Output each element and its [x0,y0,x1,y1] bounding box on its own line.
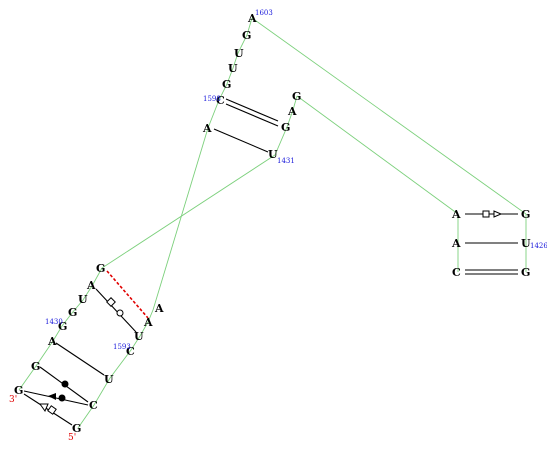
nucleotide-c: C [452,266,461,279]
pair-a-u-square-marker [106,297,116,307]
backbone-long-cross-2 [296,95,459,215]
nucleotide-a: A [451,237,461,250]
nucleotide-u: U [234,47,244,60]
nucleotide-g: G [72,422,81,435]
residue-numbers: 1603 1598 1431 1430 1593 1426 [45,9,547,351]
nucleotide-g: G [14,384,23,397]
nucleotide-g: G [281,121,290,134]
nucleotide-g: G [292,90,301,103]
backbone-cross-a [152,127,209,311]
nucleotide-u: U [521,237,531,250]
backbone-long-cross-1 [251,17,527,215]
pair-a-u-circle-marker [116,309,124,317]
nucleotide-a: A [154,302,164,315]
pair-g-g-square-marker [47,405,57,415]
pair-c-g-1 [225,98,279,122]
nucleotide-u: U [134,330,144,343]
nucleotide-g: G [58,320,67,333]
nucleotide-u: U [228,62,238,75]
nucleotide-c: C [126,345,135,358]
five-prime-end-label: 5' [68,433,76,443]
pair-a-g-triangle-marker [493,210,503,218]
nucleotide-g: G [31,360,40,373]
pair-g-a-noncanonical [106,270,149,319]
pair-a-g-square-marker [482,210,490,218]
residue-number-1598: 1598 [203,95,221,103]
nucleotides: A G U U G C A G A G U G A U G G A G G A … [14,12,531,435]
backbone-left-strand [18,267,103,391]
residue-number-1603: 1603 [255,9,273,17]
residue-number-1426: 1426 [530,242,547,250]
residue-number-1430: 1430 [45,318,63,326]
nucleotide-a: A [86,279,96,292]
backbone-middle-strand [77,309,154,429]
residue-number-1593: 1593 [113,343,131,351]
strand-ends: 3' 5' [9,395,76,443]
nucleotide-a: A [451,208,461,221]
nucleotide-a: A [143,316,153,329]
pair-g-g-lower [23,393,73,426]
pair-g-g-triangle-marker [39,403,49,413]
nucleotide-g: G [521,208,530,221]
nucleotide-u: U [104,373,114,386]
pair-g-c-dot [58,394,66,402]
nucleotide-u: U [78,293,88,306]
nucleotide-g: G [222,78,231,91]
pair-c-g-2 [225,103,279,127]
pair-a-u [213,128,269,153]
backbone-upper-right [274,95,298,156]
nucleotide-a-top: A [247,12,257,25]
nucleotide-c: C [216,94,225,107]
nucleotide-a: A [202,122,212,135]
pair-g-c-triangle-marker [48,393,56,400]
nucleotide-u: U [268,148,278,161]
pair-a-u-sugar [95,288,137,333]
backbone-cross-b [101,154,276,269]
nucleotide-a: A [287,105,297,118]
nucleotide-g: G [96,262,105,275]
backbone-upper-strand [207,17,253,129]
pair-a-u-lower [55,342,105,376]
nucleotide-g: G [68,306,77,319]
residue-number-1431: 1431 [277,157,295,165]
backbone [18,17,527,429]
three-prime-end-label: 3' [9,395,17,405]
nucleotide-a: A [47,335,57,348]
nucleotide-g: G [521,266,530,279]
pair-g-u-dot [61,380,69,388]
nucleotide-c: C [89,399,98,412]
base-pairs [23,98,518,426]
nucleotide-g: G [242,29,251,42]
